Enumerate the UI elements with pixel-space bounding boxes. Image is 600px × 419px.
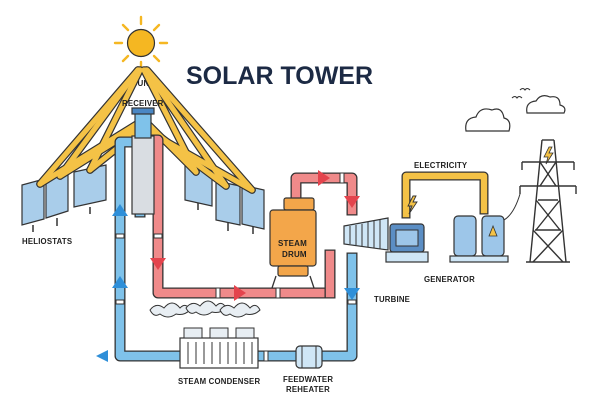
receiver-tower <box>131 107 155 215</box>
flow-arrows <box>96 170 360 362</box>
electricity-label: ELECTRICITY <box>414 161 468 170</box>
page-title: SOLAR TOWER <box>186 62 373 90</box>
turbine <box>343 217 389 251</box>
heliostats-label: HELIOSTATS <box>22 237 72 246</box>
lightning-icon <box>543 146 554 165</box>
steam-drum-label-line2: DRUM <box>282 250 307 259</box>
feedwater-reheater-label-line2: REHEATER <box>286 385 330 394</box>
feedwater-reheater-label-line1: FEEDWATER <box>283 375 333 384</box>
bird-icon <box>511 87 531 99</box>
steam-condenser <box>149 300 261 369</box>
cold-flow-arrow <box>112 204 128 216</box>
heliostat-mirror <box>215 180 241 226</box>
pipe-couplings <box>115 172 357 362</box>
hot-flow-arrow <box>234 285 246 301</box>
power-line <box>503 193 521 221</box>
sun-label: SUN <box>132 79 150 88</box>
receiver-label: RECEIVER <box>122 99 164 108</box>
generator-label: GENERATOR <box>424 275 475 284</box>
heliostat-field <box>21 164 265 234</box>
cloud-icon <box>465 95 566 132</box>
cold-flow-arrow <box>96 350 108 362</box>
cold-flow-arrow <box>344 288 360 300</box>
power-tower-icon <box>519 139 577 263</box>
turbine-label: TURBINE <box>374 295 410 304</box>
transformer-tanks <box>449 215 509 263</box>
lightning-icon <box>407 195 418 215</box>
feedwater-reheater <box>295 345 323 369</box>
hot-flow-arrow <box>344 196 360 208</box>
hot-flow-arrow <box>318 170 330 186</box>
hot-flow-arrow <box>150 258 166 270</box>
generator <box>385 223 429 263</box>
heliostat-mirror <box>241 184 265 230</box>
sun-icon <box>113 15 169 71</box>
electricity-flow <box>401 171 489 219</box>
steam-drum-label-line1: STEAM <box>278 239 307 248</box>
cold-flow-arrow <box>112 276 128 288</box>
steam-drum <box>269 197 317 289</box>
heliostat-mirror <box>21 178 45 226</box>
steam-condenser-label: STEAM CONDENSER <box>178 377 260 386</box>
